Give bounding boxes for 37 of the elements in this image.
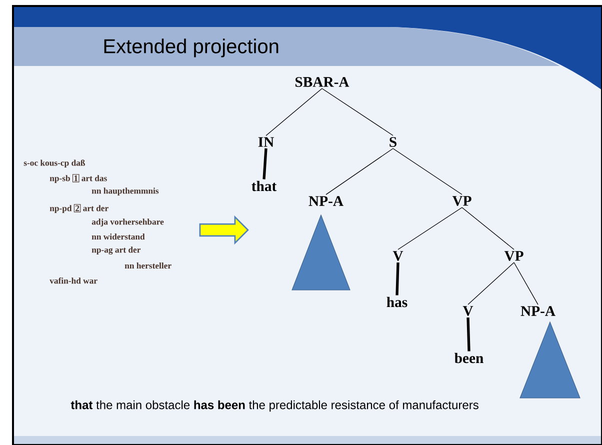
parse-line: nn haupthemmnis [92,188,159,196]
tree-branch [322,88,394,136]
tree-label: V [392,251,404,261]
tree-branch [462,207,514,250]
tree-branch [468,262,514,305]
parse-line: np-pd 2 art der [50,204,108,213]
sentence: that the main obstacle has been the predictable resistance of manufacturers [70,400,478,412]
tree-label: V [462,306,474,316]
tree-branch [396,262,400,296]
parse-line: nn widerstand [92,234,145,240]
tree-label: IN [258,137,274,147]
tree-label: SBAR-A [295,77,350,87]
tree-branch [266,88,322,136]
boxed-number: 2 [74,204,81,212]
tree-branch [262,148,268,180]
parse-line: vafin-hd war [50,278,98,284]
tree-branch [466,317,470,352]
boxed-number: 1 [72,174,80,182]
tree-branch [326,148,394,195]
slide-title: Extended projection [104,38,278,58]
tree-label: been [454,352,484,364]
tree-branch [514,262,538,305]
parse-text [24,160,172,284]
parse-line: nn hersteller [124,262,172,269]
tree-label: NP-A [520,306,556,316]
tree-branch [398,207,462,250]
parse-line: s-oc kous-cp daß [24,160,86,168]
tree-branch [392,148,462,195]
tree-label: VP [504,251,524,261]
parse-line: np-sb 1 art das [50,174,107,183]
tree-label: has [386,296,408,308]
tree-label: that [252,180,277,192]
parse-line: np-ag art der [92,246,141,255]
tree-label: NP-A [308,196,344,206]
tree-label: VP [452,196,472,206]
parse-line: adja vorhersehbare [92,218,164,226]
tree-label: S [390,137,396,147]
